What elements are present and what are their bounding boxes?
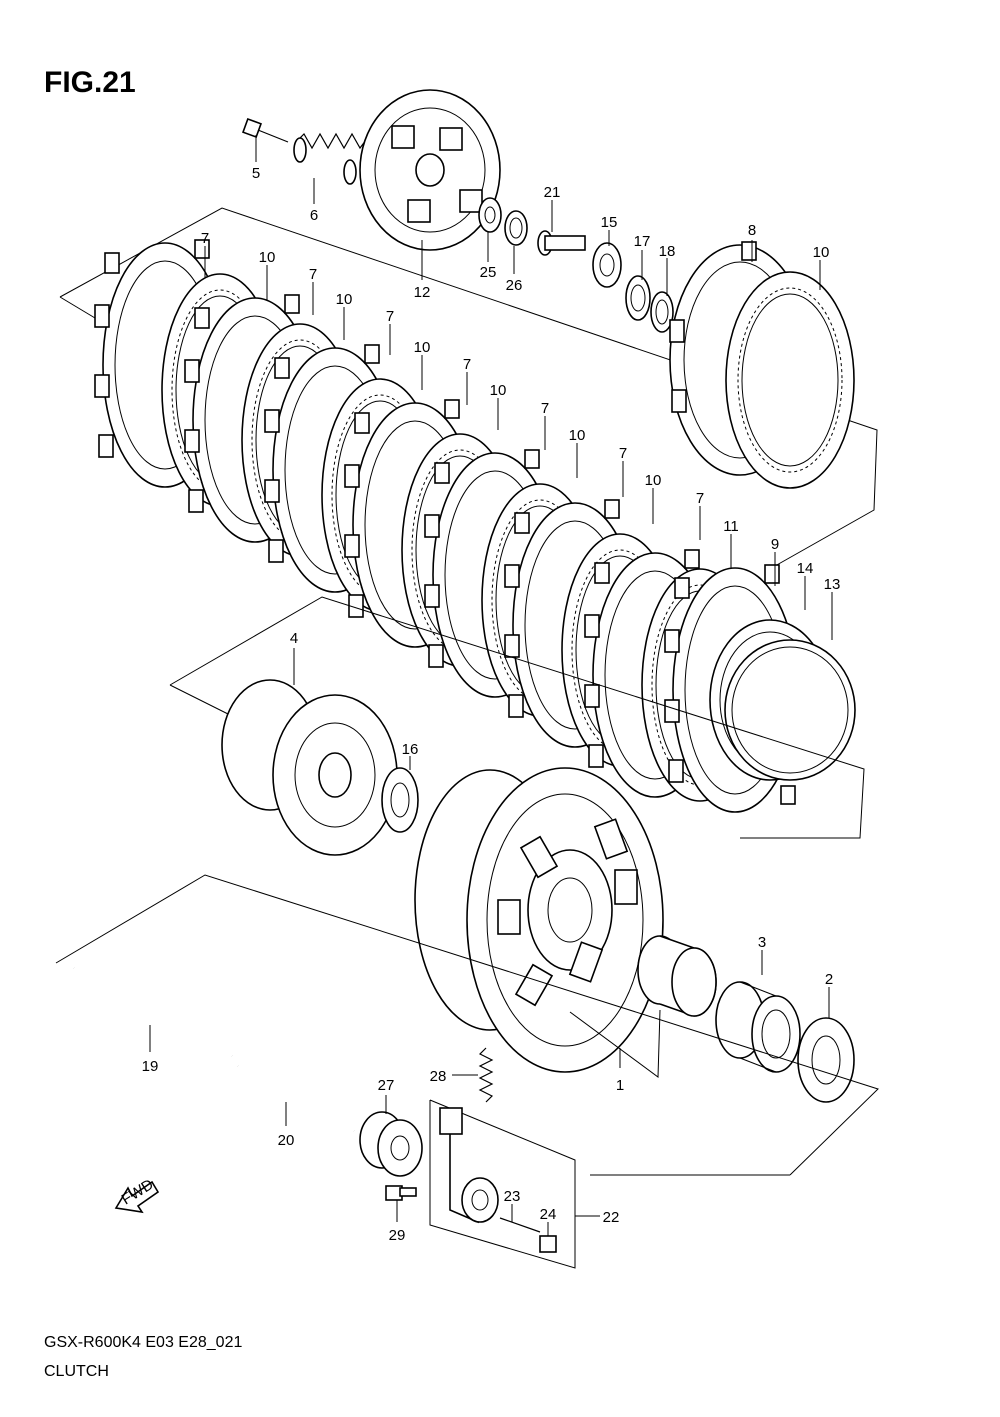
push-rod-part-20 <box>236 1063 356 1134</box>
callout-1: 1 <box>616 1077 624 1094</box>
callout-10-6: 10 <box>645 472 662 489</box>
bolt-part-29 <box>385 1185 417 1201</box>
bearing-part-26 <box>504 210 528 246</box>
nut-part-24 <box>539 1235 557 1253</box>
callout-12: 12 <box>414 284 431 301</box>
forward-direction-arrow: FWD <box>114 1176 160 1214</box>
callout-29: 29 <box>389 1227 406 1244</box>
thrust-washer-part-2 <box>797 1017 855 1103</box>
callout-7-1: 7 <box>201 230 209 247</box>
washer-part-25 <box>478 197 502 233</box>
callout-23: 23 <box>504 1188 521 1205</box>
needle-bearing-part-3 <box>715 981 801 1073</box>
callout-28: 28 <box>430 1068 447 1085</box>
callout-3: 3 <box>758 934 766 951</box>
callout-26: 26 <box>506 277 523 294</box>
clutch-spring-part-6 <box>293 132 367 185</box>
callout-13: 13 <box>824 576 841 593</box>
callout-22: 22 <box>603 1209 620 1226</box>
lower-frame <box>55 874 879 1176</box>
callout-14: 14 <box>797 560 814 577</box>
callout-7-3: 7 <box>386 308 394 325</box>
clutch-bolt-part-5 <box>242 118 289 143</box>
clutch-sleeve-hub-part-4 <box>221 679 398 856</box>
oil-seal-part-27 <box>359 1111 423 1177</box>
callout-10-4: 10 <box>490 382 507 399</box>
callout-15: 15 <box>601 214 618 231</box>
nut-part-15 <box>592 242 622 288</box>
callout-6: 6 <box>310 207 318 224</box>
callout-7-2: 7 <box>309 266 317 283</box>
callout-7-6: 7 <box>619 445 627 462</box>
callout-2: 2 <box>825 971 833 988</box>
callout-10-2: 10 <box>336 291 353 308</box>
washer-part-18 <box>650 291 674 333</box>
return-spring-part-28 <box>478 1047 494 1103</box>
push-rod-part-19 <box>72 965 234 1059</box>
callout-5: 5 <box>252 165 260 182</box>
callout-20: 20 <box>278 1132 295 1149</box>
figure-title: FIG.21 <box>44 66 136 99</box>
callout-7-4: 7 <box>463 356 471 373</box>
callout-10-3: 10 <box>414 339 431 356</box>
callout-27: 27 <box>378 1077 395 1094</box>
release-camshaft-assembly-part-22 <box>429 1099 576 1269</box>
stack-leaders <box>204 240 833 640</box>
primary-driven-gear-housing-part-1 <box>414 767 664 1073</box>
callout-8: 8 <box>748 222 756 239</box>
callout-labels: 5 6 12 21 25 26 15 17 18 8 10 7 10 7 10 … <box>142 165 841 1244</box>
callout-11: 11 <box>723 518 739 535</box>
footer-section-name: CLUTCH <box>44 1363 109 1380</box>
callout-10-right: 10 <box>813 244 830 261</box>
callout-7-5: 7 <box>541 400 549 417</box>
callout-4: 4 <box>290 630 298 647</box>
driven-plate-part-10-right <box>725 271 855 489</box>
spacer-sleeve-part <box>637 935 717 1017</box>
thrust-washer-part-16 <box>381 767 419 833</box>
callout-7-7: 7 <box>696 490 704 507</box>
washer-part-17 <box>625 275 651 321</box>
callout-25: 25 <box>480 264 497 281</box>
adjusting-screw-part-23 <box>499 1217 541 1233</box>
callout-10-1: 10 <box>259 249 276 266</box>
callout-9: 9 <box>771 536 779 553</box>
callout-21: 21 <box>544 184 561 201</box>
callout-17: 17 <box>634 233 651 250</box>
callout-24: 24 <box>540 1206 557 1223</box>
push-rod-piece-part-21 <box>537 230 586 256</box>
callout-16: 16 <box>402 741 419 758</box>
callout-10-5: 10 <box>569 427 586 444</box>
footer-model-code: GSX-R600K4 E03 E28_021 <box>44 1334 242 1351</box>
pressure-plate-part-12 <box>359 89 501 251</box>
callout-18: 18 <box>659 243 676 260</box>
callout-19: 19 <box>142 1058 159 1075</box>
wire-ring-part-13 <box>724 639 856 781</box>
